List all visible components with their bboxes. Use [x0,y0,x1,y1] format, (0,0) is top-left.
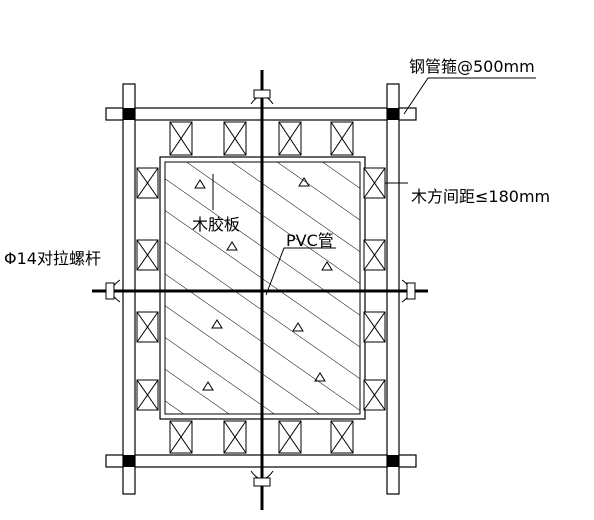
steel-pipe-vertical [122,83,400,495]
plywood-label: 木胶板 [192,215,240,234]
tie-bolts [92,70,428,510]
timber-battens [136,121,386,454]
aggregate-marks [194,177,333,391]
tie-bolt-label: Φ14对拉螺杆 [4,249,101,268]
bolt-nuts [105,89,416,487]
pipe-joints [123,108,399,467]
steel-hoop-label: 钢管箍@500mm [409,57,535,76]
pvc-pipe-label: PVC管 [286,231,334,250]
leader-lines [212,77,536,296]
timber-spacing-label: 木方间距≤180mm [411,187,550,206]
